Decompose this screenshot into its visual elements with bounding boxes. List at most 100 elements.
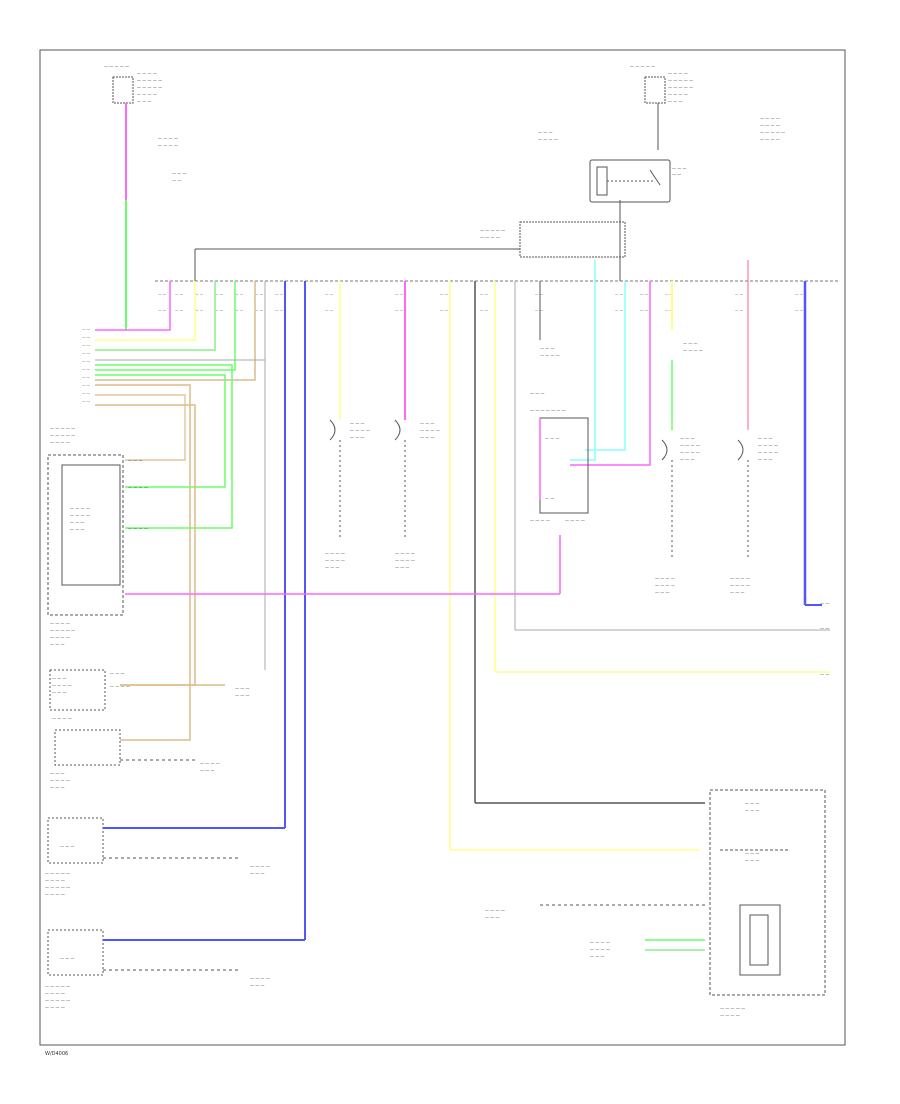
svg-text:— — —: — — — xyxy=(137,99,152,104)
svg-text:— — — — —: — — — — — xyxy=(668,85,693,90)
svg-text:— — —: — — — xyxy=(540,346,555,351)
svg-text:— —: — — xyxy=(735,308,744,312)
right-front-lamp: — — — — — — — — — — — — — — — — — — — — … xyxy=(394,419,440,570)
svg-text:— — —: — — — xyxy=(235,686,250,691)
svg-text:— — —: — — — xyxy=(745,808,760,813)
svg-text:— —: — — xyxy=(235,308,244,312)
svg-text:— —: — — xyxy=(615,292,624,296)
svg-text:— — —: — — — xyxy=(530,391,545,396)
svg-text:— — —: — — — xyxy=(52,676,67,681)
svg-text:— —: — — xyxy=(665,292,674,296)
svg-text:— — — —: — — — — xyxy=(70,506,90,511)
svg-text:— — —: — — — xyxy=(485,915,500,920)
svg-text:— — — —: — — — — xyxy=(325,551,345,556)
svg-text:— — — —: — — — — xyxy=(590,940,610,945)
svg-text:— — — —: — — — — xyxy=(250,976,270,981)
svg-text:— — — —: — — — — xyxy=(50,440,70,445)
svg-text:— —: — — xyxy=(735,292,744,296)
svg-text:— — —: — — — xyxy=(683,341,698,346)
svg-text:— — — — —: — — — — — xyxy=(45,871,70,876)
svg-text:— —: — — xyxy=(480,292,489,296)
svg-text:— — —: — — — xyxy=(680,436,695,441)
svg-text:— — — —: — — — — xyxy=(680,450,700,455)
svg-text:— — — —: — — — — xyxy=(70,513,90,518)
svg-text:— — — —: — — — — xyxy=(538,137,558,142)
svg-text:— — — —: — — — — xyxy=(720,1013,740,1018)
svg-text:— — —: — — — xyxy=(52,690,67,695)
svg-text:— —: — — xyxy=(82,343,91,347)
svg-text:— — —: — — — xyxy=(350,435,365,440)
svg-text:— —: — — xyxy=(195,292,204,296)
svg-text:— —: — — xyxy=(82,359,91,363)
svg-text:— — — —: — — — — xyxy=(137,92,157,97)
svg-text:— — — —: — — — — xyxy=(760,116,780,121)
svg-text:— — — — —: — — — — — xyxy=(45,984,70,989)
svg-text:— —: — — xyxy=(158,308,167,312)
svg-text:— —: — — xyxy=(82,375,91,379)
svg-text:— — — —: — — — — xyxy=(45,878,65,883)
svg-text:— —: — — xyxy=(175,292,184,296)
svg-text:— —: — — xyxy=(545,496,554,501)
svg-text:— — —: — — — xyxy=(655,590,670,595)
svg-text:— — — — —: — — — — — xyxy=(104,64,129,69)
svg-text:— — — —: — — — — xyxy=(565,518,585,523)
svg-text:— —: — — xyxy=(820,672,829,677)
svg-text:— — —: — — — xyxy=(50,771,65,776)
top-right-relay-box: — — — — — — — — — — — — — — — — — — — — … xyxy=(630,64,693,104)
footer-code: W/D4006 xyxy=(45,1051,68,1057)
svg-text:— —: — — xyxy=(195,308,204,312)
left-pin-block: — —— —— — — —— —— — — —— —— — — — xyxy=(82,327,91,403)
svg-text:— —: — — xyxy=(172,178,181,183)
svg-text:— — — —: — — — — xyxy=(668,92,688,97)
svg-text:— — — — —: — — — — — xyxy=(480,228,505,233)
svg-text:— — — —: — — — — xyxy=(480,235,500,240)
svg-text:— —: — — xyxy=(615,308,624,312)
svg-text:— — —: — — — xyxy=(680,457,695,462)
svg-text:— — — —: — — — — xyxy=(485,908,505,913)
ultrasonic-sensor: — — — — — — — — — — — — — — — — — xyxy=(50,729,220,790)
svg-text:— — —: — — — xyxy=(730,590,745,595)
svg-text:— — —: — — — xyxy=(672,166,687,171)
svg-text:— — — —: — — — — xyxy=(158,143,178,148)
svg-text:— —: — — xyxy=(795,292,804,296)
svg-text:— —: — — xyxy=(82,399,91,403)
svg-text:— —: — — xyxy=(325,292,334,296)
svg-text:— —: — — xyxy=(535,308,544,312)
svg-text:— — — —: — — — — xyxy=(680,443,700,448)
svg-text:— —: — — xyxy=(235,292,244,296)
svg-text:— — — —: — — — — xyxy=(730,576,750,581)
combination-meter: — — — — — — — — — — — — — — — — — — — — … xyxy=(709,789,826,1018)
svg-text:— —: — — xyxy=(640,292,649,296)
left-rear-lamp: — — — — — — — — — — — — — — — — — — — — … xyxy=(655,436,700,595)
bus-connector-labels: — —— —— — — —— —— — — —— —— — — —— —— — … xyxy=(158,292,804,312)
svg-text:— —: — — xyxy=(395,292,404,296)
svg-text:— —: — — xyxy=(480,308,489,312)
svg-text:— — — — —: — — — — — xyxy=(50,628,75,633)
svg-text:— — —: — — — xyxy=(110,671,125,676)
svg-text:— — — —: — — — — xyxy=(52,683,72,688)
relay-component: — — — — — — — — — — — — xyxy=(538,130,687,203)
svg-text:— — —: — — — xyxy=(538,130,553,135)
svg-text:— — — —: — — — — xyxy=(350,428,370,433)
svg-text:— —: — — xyxy=(215,292,224,296)
svg-text:— — —: — — — xyxy=(758,457,773,462)
svg-text:— — — —: — — — — xyxy=(420,428,440,433)
svg-text:— — —: — — — xyxy=(70,520,85,525)
svg-text:— —: — — xyxy=(215,308,224,312)
svg-text:— —: — — xyxy=(665,308,674,312)
svg-text:— — —: — — — xyxy=(172,171,187,176)
svg-text:— — — — —: — — — — — xyxy=(45,885,70,890)
svg-text:— — — —: — — — — xyxy=(50,635,70,640)
svg-text:— — —: — — — xyxy=(420,421,435,426)
svg-text:— — — —: — — — — xyxy=(760,123,780,128)
svg-text:— —: — — xyxy=(82,335,91,339)
svg-text:— — —: — — — xyxy=(250,983,265,988)
svg-text:— — — —: — — — — xyxy=(395,551,415,556)
svg-text:— — — —: — — — — xyxy=(45,1005,65,1010)
svg-text:— — —: — — — xyxy=(545,436,560,441)
svg-text:— —: — — xyxy=(820,626,829,631)
svg-text:— — — —: — — — — xyxy=(395,558,415,563)
svg-text:— —: — — xyxy=(275,292,284,296)
